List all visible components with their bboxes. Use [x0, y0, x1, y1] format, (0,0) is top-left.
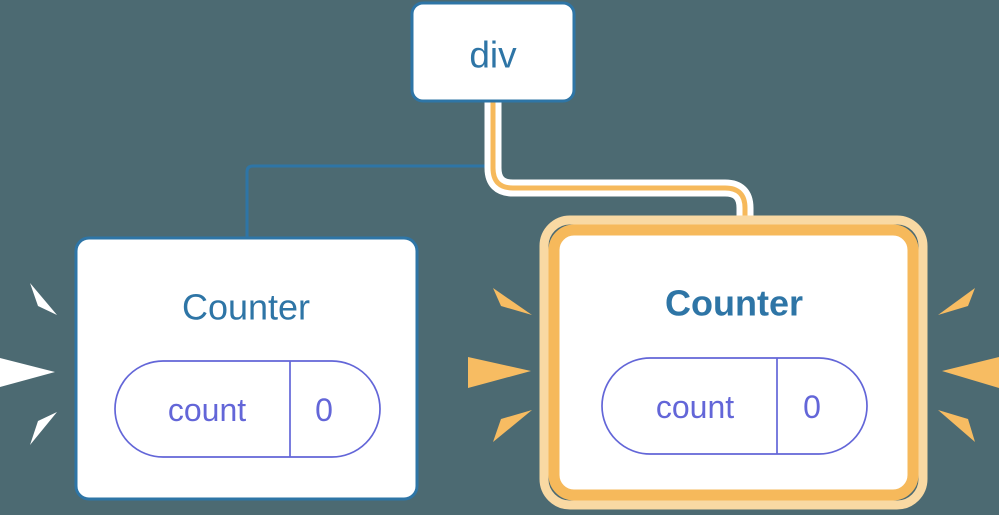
edge-root-to-right-counter	[484, 101, 754, 238]
counter-right-state-pill: count 0	[601, 357, 868, 455]
edge-root-to-left-counter	[245, 99, 495, 239]
sparkle-group-right-counter-left	[468, 288, 532, 442]
root-node[interactable]: div	[410, 1, 576, 103]
counter-left-state-key: count	[168, 392, 246, 428]
counter-right-state-value: 0	[803, 389, 821, 425]
counter-left-state-pill: count 0	[114, 360, 381, 458]
counter-left-state-value: 0	[315, 392, 333, 428]
counter-right-label: Counter	[665, 283, 803, 324]
sparkle-group-left-counter-left	[0, 283, 57, 445]
counter-right[interactable]: Counter count 0	[539, 215, 928, 510]
root-node-label: div	[469, 35, 517, 76]
sparkle-group-right-counter-right	[938, 288, 999, 442]
counter-left[interactable]: Counter count 0	[74, 236, 419, 501]
counter-left-label: Counter	[182, 287, 310, 328]
counter-right-state-key: count	[656, 389, 734, 425]
